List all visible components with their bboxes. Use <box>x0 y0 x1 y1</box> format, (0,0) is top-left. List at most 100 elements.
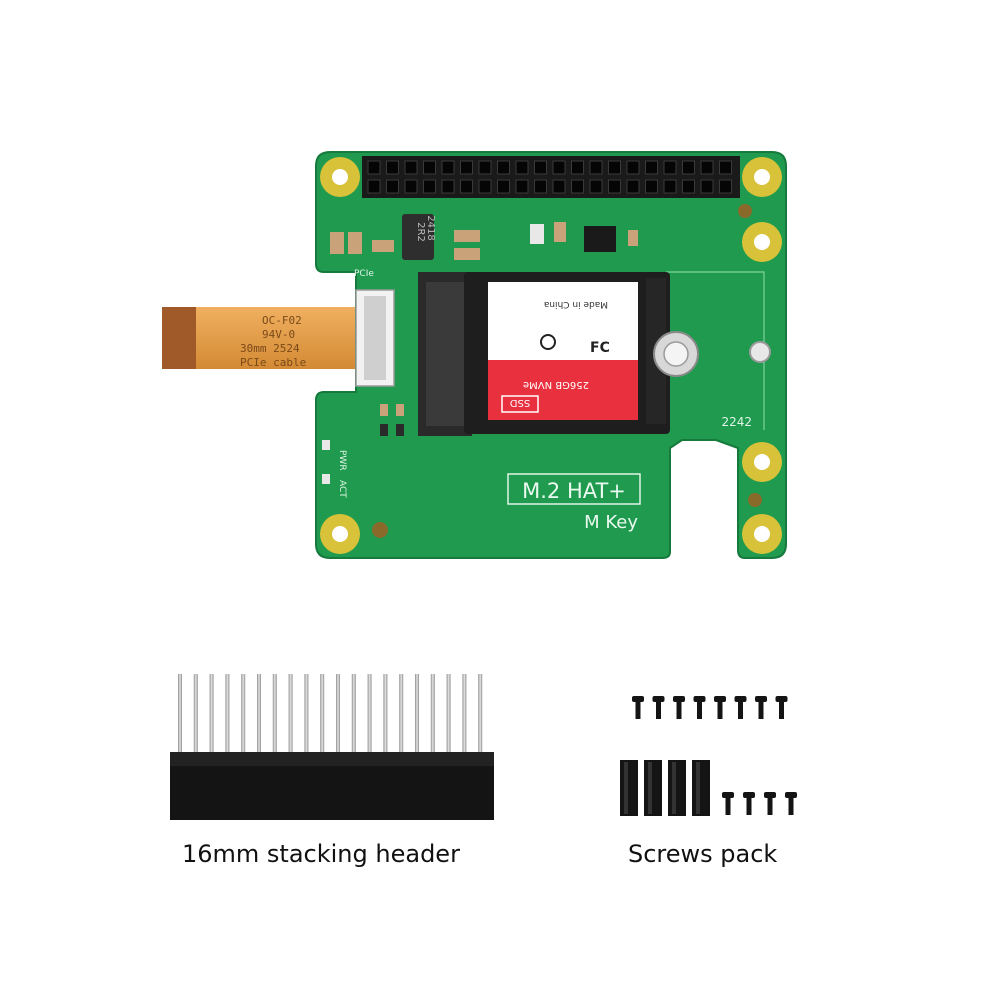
header-pin <box>209 674 214 754</box>
ssd-origin-label: Made in China <box>544 299 608 309</box>
gpio-pin-hole <box>367 160 381 175</box>
standoff-highlight <box>672 762 676 814</box>
header-pin <box>193 674 198 754</box>
size-silkscreen: 2242 <box>721 415 752 429</box>
gpio-pin-hole <box>478 160 492 175</box>
header-pin <box>430 674 435 754</box>
gpio-pin-hole <box>404 160 418 175</box>
screw-shaft <box>746 797 752 815</box>
gpio-pin-hole <box>682 160 695 175</box>
screw-shaft <box>656 701 661 719</box>
cable-label-line-2: 94V-0 <box>262 328 295 341</box>
capacitor <box>348 232 362 254</box>
gpio-pin-hole <box>719 179 732 194</box>
pwr-led <box>322 440 330 450</box>
screw <box>722 792 734 798</box>
gpio-pin-hole <box>571 179 584 194</box>
capacitor <box>454 230 480 242</box>
cable-label-line-3: 30mm 2524 <box>240 342 300 355</box>
gpio-header <box>362 156 740 198</box>
inductor <box>402 214 434 260</box>
inductor-marking-1: 2R2 <box>415 222 426 242</box>
gpio-pin-hole <box>423 160 436 175</box>
screw-shaft <box>635 701 641 719</box>
ce-mark <box>540 334 556 350</box>
gpio-pin-hole <box>367 179 381 194</box>
fc-mark: FC <box>590 340 610 356</box>
screw <box>693 696 706 702</box>
pcie-silkscreen: PCIe <box>354 269 374 279</box>
act-silkscreen: ACT <box>337 480 347 498</box>
mounting-pad-right-upper <box>742 222 782 262</box>
pcie-fpc-connector <box>355 289 395 387</box>
gpio-pin-hole <box>552 179 566 194</box>
gpio-pin-hole <box>626 160 640 175</box>
screw <box>714 696 726 702</box>
gpio-pin-hole <box>386 160 399 175</box>
screw <box>755 696 767 702</box>
act-led <box>322 474 330 484</box>
header-pin <box>225 674 230 754</box>
gpio-pin-hole <box>608 179 621 194</box>
cable-label-line-4: PCIe cable <box>240 356 306 369</box>
screw-shaft <box>676 701 682 719</box>
inductor-marking-2: 2418 <box>425 215 436 240</box>
gpio-pin-hole <box>497 179 510 194</box>
resistor <box>628 230 638 246</box>
header-pin <box>383 674 388 754</box>
header-pin <box>320 674 325 754</box>
stacking-header-caption: 16mm stacking header <box>182 840 460 868</box>
screw <box>632 696 644 702</box>
screw-shaft <box>725 797 731 815</box>
gpio-pin-hole <box>589 179 603 194</box>
gpio-pin-hole <box>441 160 455 175</box>
screw <box>743 792 755 798</box>
ssd-type-badge: SSD <box>510 397 531 408</box>
gpio-pin-hole <box>571 160 584 175</box>
screw-shaft <box>779 701 784 719</box>
gpio-pin-hole <box>608 160 621 175</box>
led <box>530 224 544 244</box>
header-pin <box>288 674 293 754</box>
header-pin <box>399 674 404 754</box>
gpio-pin-hole <box>460 160 473 175</box>
screw <box>785 792 797 798</box>
mounting-pad-bottom-left <box>320 514 360 554</box>
screw-shaft <box>788 797 794 815</box>
key-silkscreen: M Key <box>584 512 638 533</box>
header-pin <box>178 674 182 754</box>
resistor <box>554 222 566 242</box>
mounting-pad-top-right <box>742 157 782 197</box>
standoff <box>692 760 710 816</box>
screw-shaft <box>717 701 723 719</box>
gpio-pin-hole <box>663 160 677 175</box>
standoff-highlight <box>696 762 700 814</box>
standoff-highlight <box>624 762 628 814</box>
header-pin <box>415 674 419 754</box>
gpio-pin-hole <box>441 179 455 194</box>
gpio-pin-hole <box>663 179 677 194</box>
gpio-pin-hole <box>700 160 714 175</box>
header-pin <box>272 674 277 754</box>
mounting-pad-top-left <box>320 157 360 197</box>
gpio-pin-hole <box>497 160 510 175</box>
mounting-pad-bottom-right <box>742 514 782 554</box>
capacitor <box>454 248 480 260</box>
gpio-pin-hole <box>423 179 436 194</box>
screw-shaft <box>738 701 743 719</box>
screw-shaft <box>758 701 764 719</box>
screw <box>673 696 685 702</box>
ribbon-cable: OC-F02 94V-0 30mm 2524 PCIe cable <box>162 307 368 369</box>
gpio-pin-hole <box>534 179 547 194</box>
header-pin <box>367 674 372 754</box>
gpio-pin-hole <box>626 179 640 194</box>
capacitor <box>372 240 394 252</box>
screws-pack-caption: Screws pack <box>628 840 778 868</box>
ssd-mounting-screw <box>653 331 699 377</box>
screw-shaft <box>697 701 702 719</box>
screw-shaft <box>767 797 773 815</box>
standoff <box>620 760 638 816</box>
gpio-pin-hole <box>700 179 714 194</box>
header-pin <box>336 674 340 754</box>
